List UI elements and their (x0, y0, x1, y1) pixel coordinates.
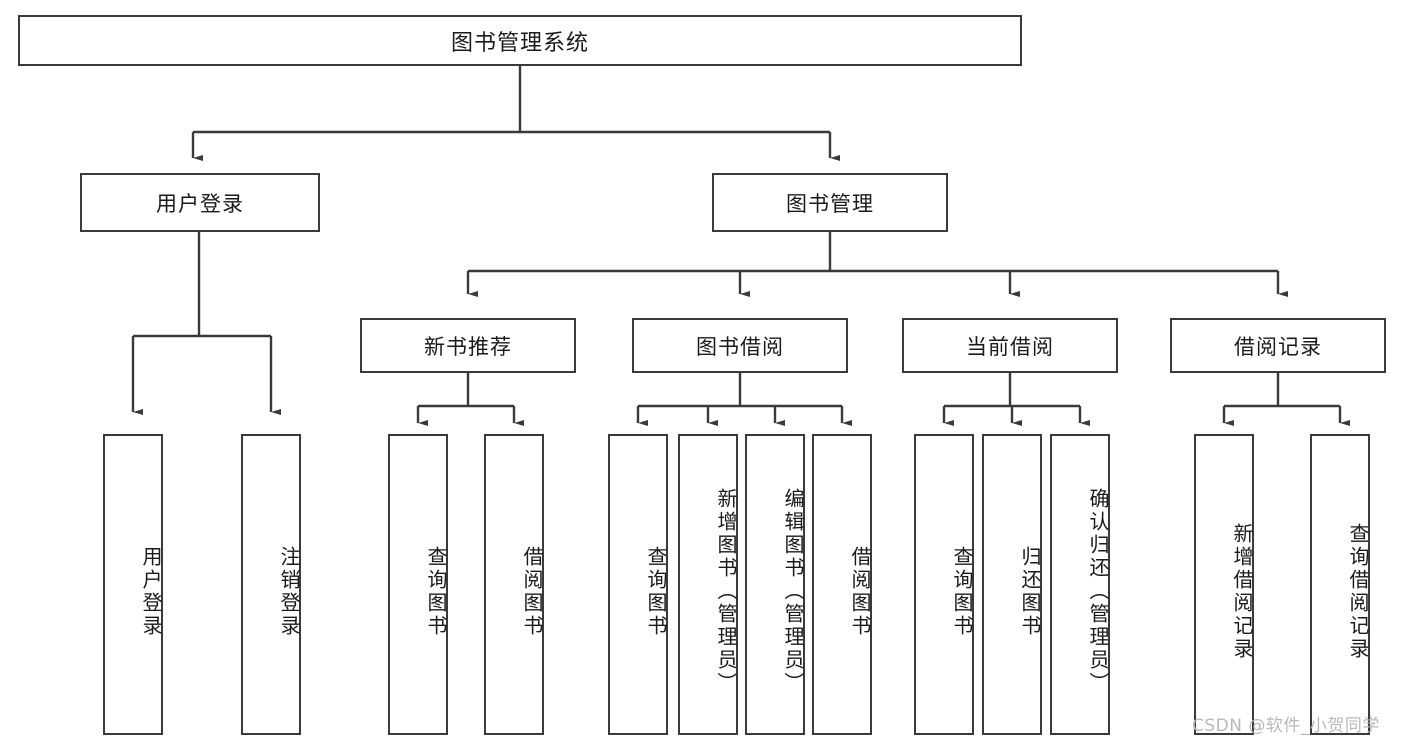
watermark: CSDN @软件_小贺同学 (1192, 716, 1380, 736)
node-user-login[interactable]: 用户登录 (80, 173, 320, 232)
leaf-query-borrow-record[interactable]: 查询借阅记录 (1310, 434, 1370, 735)
leaf-add-book-admin[interactable]: 新增图书（管理员） (678, 434, 738, 735)
node-user-login-label: 用户登录 (156, 191, 244, 216)
leaf-add-book-admin-label: 新增图书（管理员） (714, 488, 738, 695)
leaf-confirm-return-admin[interactable]: 确认归还（管理员） (1050, 434, 1110, 735)
leaf-borrow-book[interactable]: 借阅图书 (812, 434, 872, 735)
leaf-add-borrow-record[interactable]: 新增借阅记录 (1194, 434, 1254, 735)
leaf-query-book-newbook[interactable]: 查询图书 (388, 434, 448, 735)
leaf-confirm-return-admin-label: 确认归还（管理员） (1086, 488, 1110, 695)
leaf-query-book-current[interactable]: 查询图书 (914, 434, 974, 735)
node-borrow-records[interactable]: 借阅记录 (1170, 318, 1386, 373)
node-root[interactable]: 图书管理系统 (18, 15, 1022, 66)
node-new-book-recommend-label: 新书推荐 (424, 334, 512, 359)
leaf-query-borrow-record-label: 查询借阅记录 (1346, 522, 1370, 661)
node-current-borrow-label: 当前借阅 (966, 334, 1054, 359)
leaf-return-book-label: 归还图书 (1018, 545, 1042, 638)
leaf-borrow-book-newbook-label: 借阅图书 (520, 545, 544, 638)
leaf-return-book[interactable]: 归还图书 (982, 434, 1042, 735)
node-book-borrow[interactable]: 图书借阅 (632, 318, 848, 373)
leaf-user-login[interactable]: 用户登录 (103, 434, 163, 735)
node-book-management-label: 图书管理 (786, 191, 874, 216)
node-borrow-records-label: 借阅记录 (1234, 334, 1322, 359)
leaf-edit-book-admin[interactable]: 编辑图书（管理员） (745, 434, 805, 735)
node-book-borrow-label: 图书借阅 (696, 334, 784, 359)
node-current-borrow[interactable]: 当前借阅 (902, 318, 1118, 373)
leaf-add-borrow-record-label: 新增借阅记录 (1230, 522, 1254, 661)
leaf-logout[interactable]: 注销登录 (241, 434, 301, 735)
leaf-query-book-borrow[interactable]: 查询图书 (608, 434, 668, 735)
node-new-book-recommend[interactable]: 新书推荐 (360, 318, 576, 373)
leaf-borrow-book-label: 借阅图书 (848, 545, 872, 638)
leaf-query-book-current-label: 查询图书 (950, 545, 974, 638)
node-root-label: 图书管理系统 (450, 30, 589, 56)
leaf-logout-label: 注销登录 (277, 545, 301, 638)
leaf-user-login-label: 用户登录 (139, 545, 163, 638)
leaf-query-book-borrow-label: 查询图书 (644, 545, 668, 638)
node-book-management[interactable]: 图书管理 (712, 173, 948, 232)
leaf-borrow-book-newbook[interactable]: 借阅图书 (484, 434, 544, 735)
leaf-edit-book-admin-label: 编辑图书（管理员） (781, 488, 805, 695)
leaf-query-book-newbook-label: 查询图书 (424, 545, 448, 638)
